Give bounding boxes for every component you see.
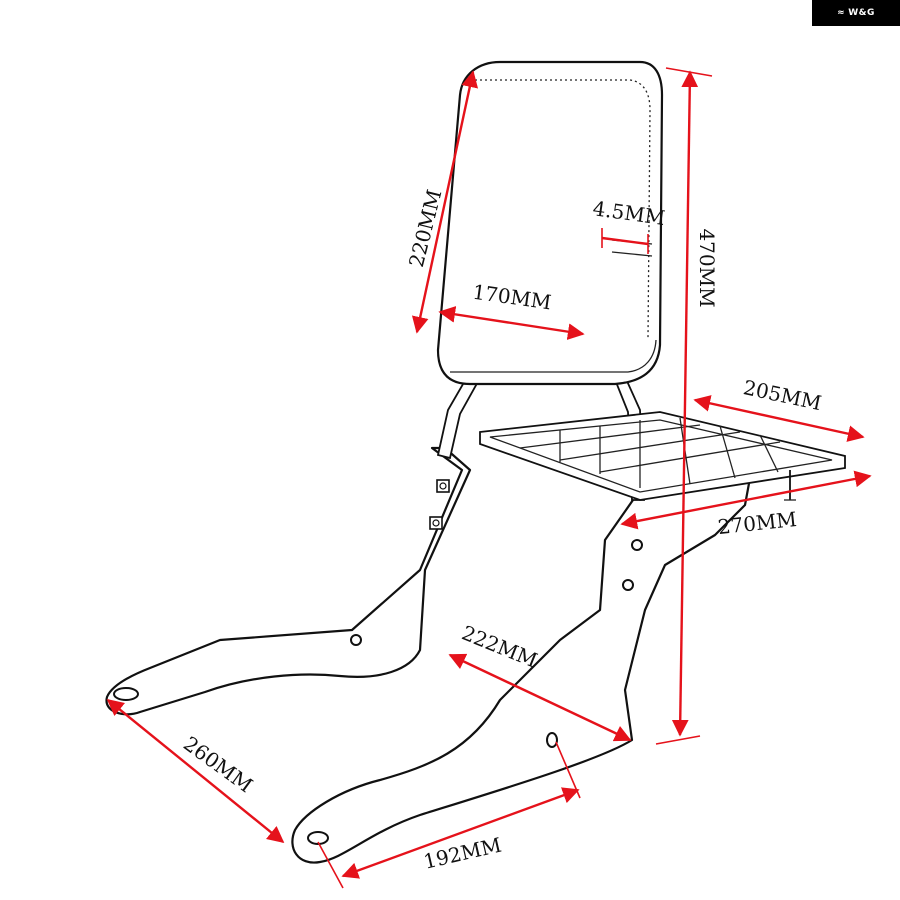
arm-spacing-label: 192MM [421,833,504,874]
overall-height-label: 470MM [695,228,719,307]
right-side-plate [291,476,752,864]
brand-logo-text: W&G [848,8,875,18]
rack-width-label: 205MM [741,375,823,415]
dimension-lines [106,67,872,889]
wave-icon: ≈ [837,8,846,18]
left-side-plate [105,446,472,716]
right-plate-hole-bottom [546,732,558,748]
backrest-pad [436,60,664,386]
left-plate-hole [350,634,362,646]
brand-logo: ≈ W&G [812,0,900,26]
luggage-rack [479,411,846,501]
left-arm-slot [113,687,139,701]
upright-bolts [429,479,450,530]
right-arm-slot [307,831,329,845]
right-plate-hole-upper [631,539,643,551]
right-plate-hole-lower [622,579,634,591]
arm-length-label: 260MM [179,731,257,797]
